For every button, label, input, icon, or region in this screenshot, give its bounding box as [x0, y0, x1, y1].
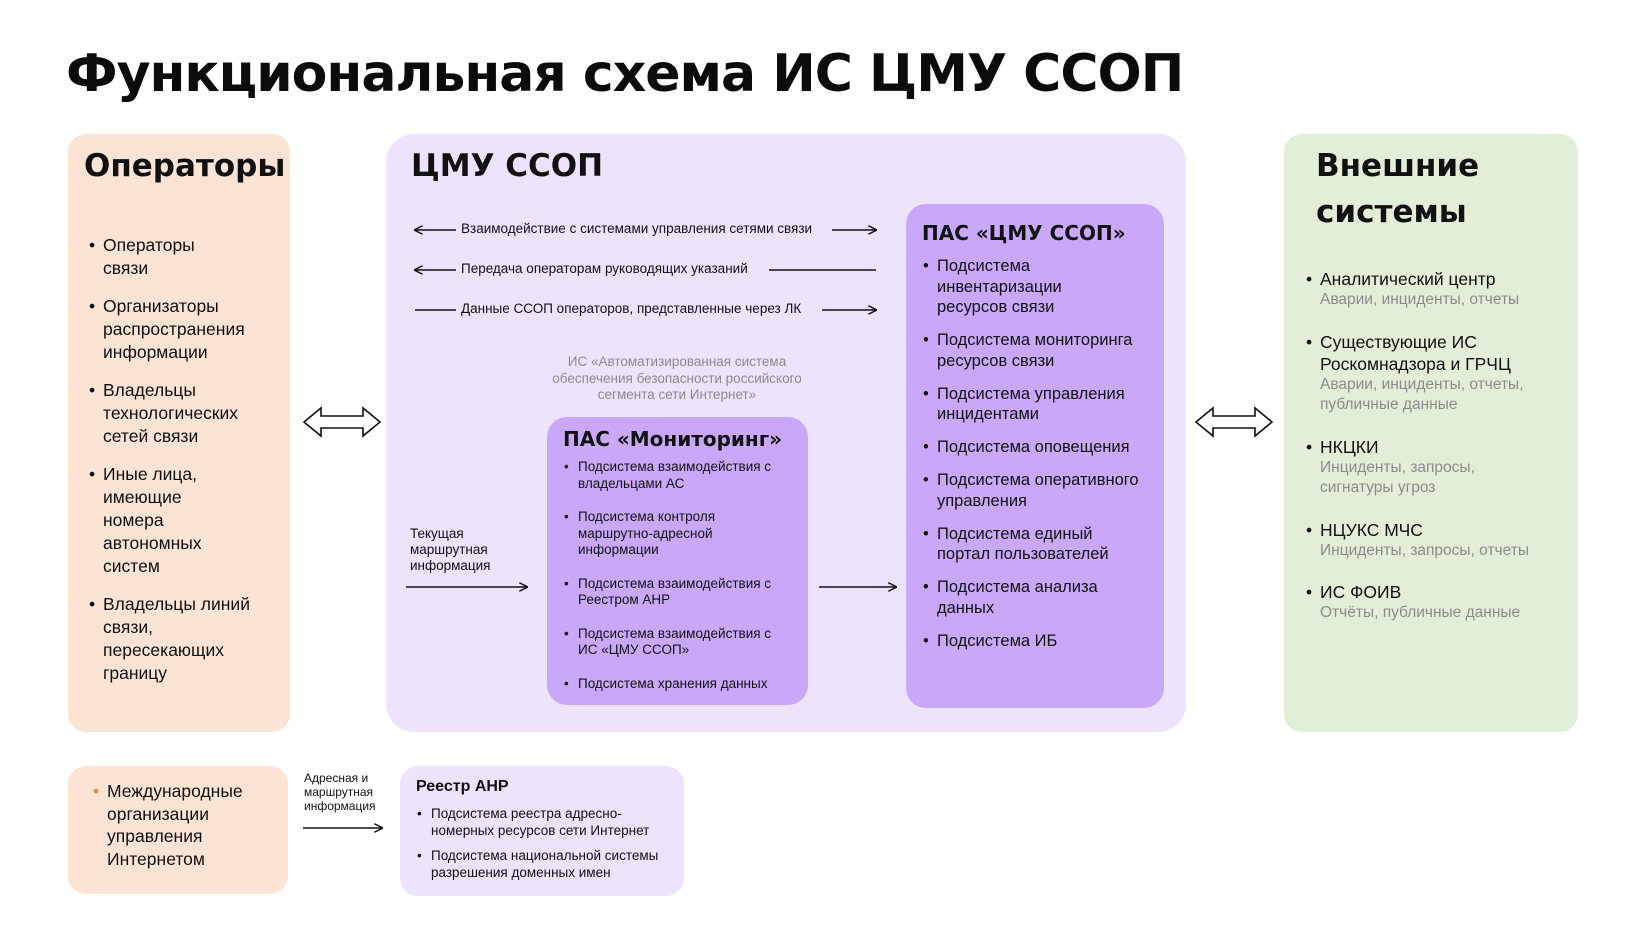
- international-orgs-list: Международные организации управления Инт…: [92, 780, 282, 870]
- double-arrow-operators-cmu: [302, 406, 382, 438]
- address-route-info-label: Адресная и маршрутная информация: [304, 771, 376, 813]
- list-item: Подсистема единый портал пользователей: [922, 524, 1137, 565]
- external-system-name: Аналитический центр: [1320, 269, 1496, 289]
- flow-label-operator-data: Данные ССОП операторов, представленные ч…: [461, 301, 802, 316]
- cmu-ssop-heading: ЦМУ ССОП: [411, 148, 604, 184]
- double-arrow-cmu-external: [1194, 406, 1274, 438]
- list-item: Подсистема инвентаризации ресурсов связи: [922, 256, 1097, 318]
- list-item: Существующие ИС Роскомнадзора и ГРЧЦ Ава…: [1305, 331, 1560, 416]
- flow-label-directives: Передача операторам руководящих указаний: [461, 261, 748, 276]
- reestr-anr-heading: Реестр АНР: [416, 778, 509, 795]
- list-item: Владельцы линий связи, пересекающих гран…: [88, 593, 253, 685]
- flow-label-interaction: Взаимодействие с системами управления се…: [461, 221, 813, 236]
- asobi-system-note: ИС «Автоматизированная система обеспечен…: [552, 354, 802, 402]
- list-item: Подсистема реестра адресно-номерных ресу…: [416, 806, 671, 839]
- reestr-anr-list: Подсистема реестра адресно-номерных ресу…: [416, 806, 678, 890]
- page-title: Функциональная схема ИС ЦМУ ССОП: [66, 44, 1184, 104]
- external-system-details: Аварии, инциденты, отчеты, публичные дан…: [1320, 375, 1524, 414]
- list-item: Подсистема национальной системы разрешен…: [416, 848, 681, 881]
- list-item: Подсистема мониторинга ресурсов связи: [922, 330, 1162, 371]
- list-item: Подсистема управления инцидентами: [922, 384, 1162, 425]
- external-systems-panel: [1284, 134, 1578, 732]
- list-item: ИС ФОИВ Отчёты, публичные данные: [1305, 581, 1575, 624]
- list-item: Операторы связи: [88, 234, 215, 280]
- list-item: НКЦКИ Инциденты, запросы, сигнатуры угро…: [1305, 436, 1530, 499]
- external-systems-list: Аналитический центр Аварии, инциденты, о…: [1305, 268, 1575, 644]
- list-item: Подсистема хранения данных: [563, 676, 803, 693]
- list-item: Подсистема взаимодействия с ИС «ЦМУ ССОП…: [563, 626, 778, 659]
- external-system-name: НКЦКИ: [1320, 436, 1379, 457]
- list-item: Организаторы распространения информации: [88, 295, 284, 364]
- external-system-name: НЦУКС МЧС: [1320, 519, 1423, 540]
- pas-monitoring-list: Подсистема взаимодействия с владельцами …: [563, 459, 803, 709]
- operators-list: Операторы связи Организаторы распростран…: [88, 234, 284, 700]
- external-system-details: Инциденты, запросы, сигнатуры угроз: [1320, 458, 1475, 497]
- route-info-label: Текущая маршрутная информация: [410, 526, 491, 573]
- list-item: Международные организации управления Инт…: [92, 780, 267, 870]
- list-item: Подсистема взаимодействия с владельцами …: [563, 459, 803, 492]
- list-item: Подсистема анализа данных: [922, 577, 1117, 618]
- operators-heading: Операторы: [84, 148, 286, 184]
- external-systems-heading: Внешние системы: [1316, 148, 1480, 230]
- external-system-details: Аварии, инциденты, отчеты: [1320, 291, 1520, 308]
- list-item: Подсистема ИБ: [922, 631, 1162, 652]
- list-item: Подсистема контроля маршрутно-адресной и…: [563, 509, 738, 559]
- pas-monitoring-heading: ПАС «Мониторинг»: [563, 427, 783, 451]
- external-system-name: Существующие ИС Роскомнадзора и ГРЧЦ: [1320, 331, 1511, 374]
- external-system-details: Инциденты, запросы, отчеты: [1320, 541, 1529, 559]
- list-item: Подсистема оперативного управления: [922, 470, 1162, 511]
- pas-cmu-ssop-heading: ПАС «ЦМУ ССОП»: [922, 221, 1126, 245]
- list-item: Иные лица, имеющие номера автономных сис…: [88, 463, 233, 578]
- list-item: Подсистема взаимодействия с Реестром АНР: [563, 576, 778, 609]
- list-item: Подсистема оповещения: [922, 437, 1162, 458]
- list-item: НЦУКС МЧС Инциденты, запросы, отчеты: [1305, 519, 1575, 562]
- external-system-details: Отчёты, публичные данные: [1320, 604, 1521, 621]
- list-item: Аналитический центр Аварии, инциденты, о…: [1305, 268, 1575, 311]
- list-item: Владельцы технологических сетей связи: [88, 379, 273, 448]
- pas-cmu-ssop-list: Подсистема инвентаризации ресурсов связи…: [922, 256, 1162, 664]
- external-system-name: ИС ФОИВ: [1320, 582, 1402, 602]
